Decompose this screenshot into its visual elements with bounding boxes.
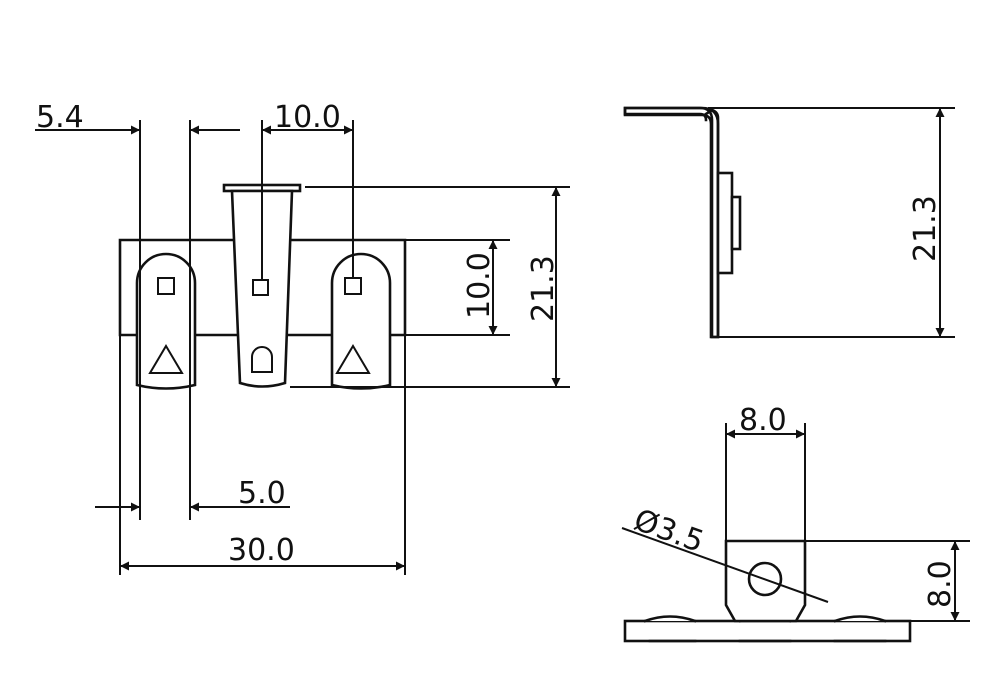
dim-label-10-0-top: 10.0 (274, 100, 341, 135)
dim-label-8-0-vertical: 8.0 (923, 560, 958, 608)
front-right-triangle (335, 344, 371, 374)
front-left-triangle (148, 344, 184, 374)
side-view: 21.3 (623, 106, 955, 339)
side-contact-block (716, 171, 734, 275)
front-right-terminal (330, 252, 392, 390)
side-bent-strip (623, 106, 720, 339)
bottom-bump-3 (833, 615, 887, 623)
side-contact-cap (730, 195, 742, 251)
bottom-view: 8.0 Ø3.5 8.0 (621, 403, 970, 643)
dim-label-30-0: 30.0 (228, 533, 295, 568)
dim-label-10-0-vertical: 10.0 (462, 252, 497, 319)
bottom-base-strip (623, 619, 912, 643)
front-middle-terminal (230, 189, 294, 388)
front-view: 5.4 10.0 10.0 21.3 5.0 30.0 (35, 100, 570, 575)
bottom-hole (747, 561, 783, 597)
dim-diameter-leader (621, 527, 829, 603)
dim-label-21-3-side: 21.3 (908, 195, 943, 262)
side-strip-outline (623, 106, 720, 339)
dim-label-diameter: Ø3.5 (629, 503, 708, 560)
front-left-terminal (135, 252, 197, 390)
bottom-bump-1 (643, 615, 697, 623)
dim-label-21-3-front: 21.3 (526, 255, 561, 322)
front-left-square-hole (157, 277, 175, 295)
dim-label-5-0: 5.0 (238, 476, 286, 511)
front-middle-slot (251, 346, 273, 373)
dim-label-8-0-horizontal: 8.0 (739, 403, 787, 438)
front-middle-square-hole (252, 279, 269, 296)
bottom-terminal-tab (724, 539, 807, 623)
dim-label-5-4: 5.4 (36, 100, 84, 135)
